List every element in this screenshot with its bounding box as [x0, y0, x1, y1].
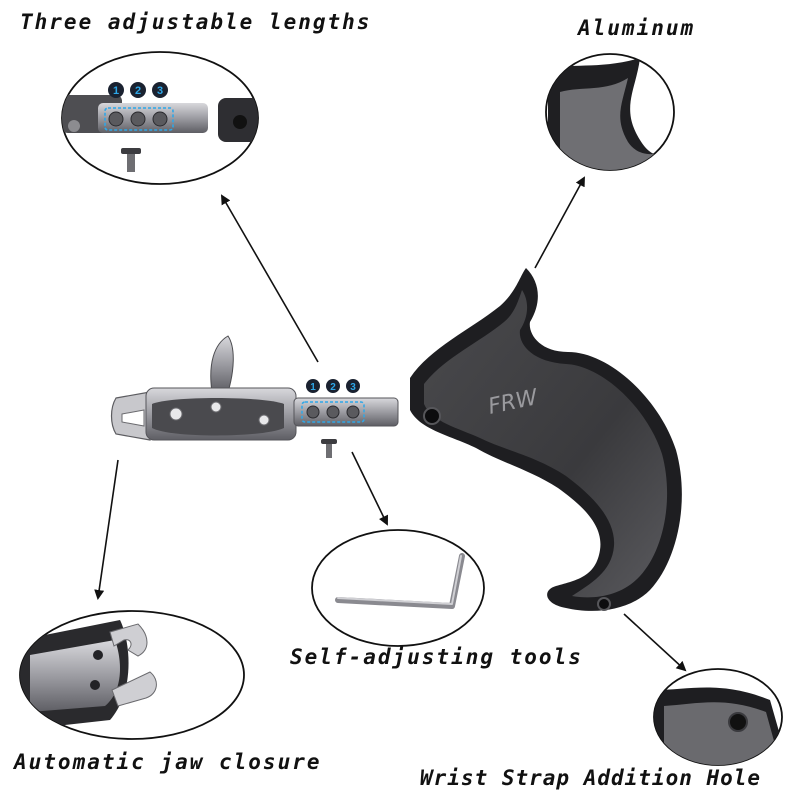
callout-arrows [94, 176, 687, 672]
arrow-to-aluminum [534, 176, 585, 269]
length-badge-1: 1 [113, 85, 119, 97]
arrow-to-jaw [94, 459, 119, 600]
arrow-to-tools [351, 451, 388, 526]
callout-wrist-strap-hole: Wrist Strap Addition Hole [420, 766, 762, 790]
callout-aluminum: Aluminum [578, 16, 696, 40]
length-badges-detail: 1 2 3 [108, 82, 168, 98]
aluminum-handle: FRW [410, 268, 682, 611]
detail-wrist-strap-hole [653, 668, 783, 766]
detail-jaw-closure [19, 610, 245, 740]
detail-aluminum [545, 53, 675, 171]
arrow-to-wrist [623, 613, 687, 672]
callout-automatic-jaw-closure: Automatic jaw closure [14, 750, 322, 774]
length-badge-3-main: 3 [350, 382, 356, 393]
callout-three-adjustable-lengths: Three adjustable lengths [20, 10, 372, 34]
length-badge-1-main: 1 [310, 382, 316, 393]
length-badges-main: 1 2 3 [306, 379, 360, 393]
detail-adjustable-lengths: 1 2 3 [61, 51, 259, 185]
detail-hex-key [311, 529, 485, 647]
release-body: 1 2 3 [110, 335, 399, 458]
length-badge-2-main: 2 [330, 382, 336, 393]
callout-self-adjusting-tools: Self-adjusting tools [290, 645, 583, 669]
length-badge-2: 2 [135, 85, 141, 97]
length-badge-3: 3 [157, 85, 163, 97]
arrow-to-lengths [220, 194, 319, 363]
